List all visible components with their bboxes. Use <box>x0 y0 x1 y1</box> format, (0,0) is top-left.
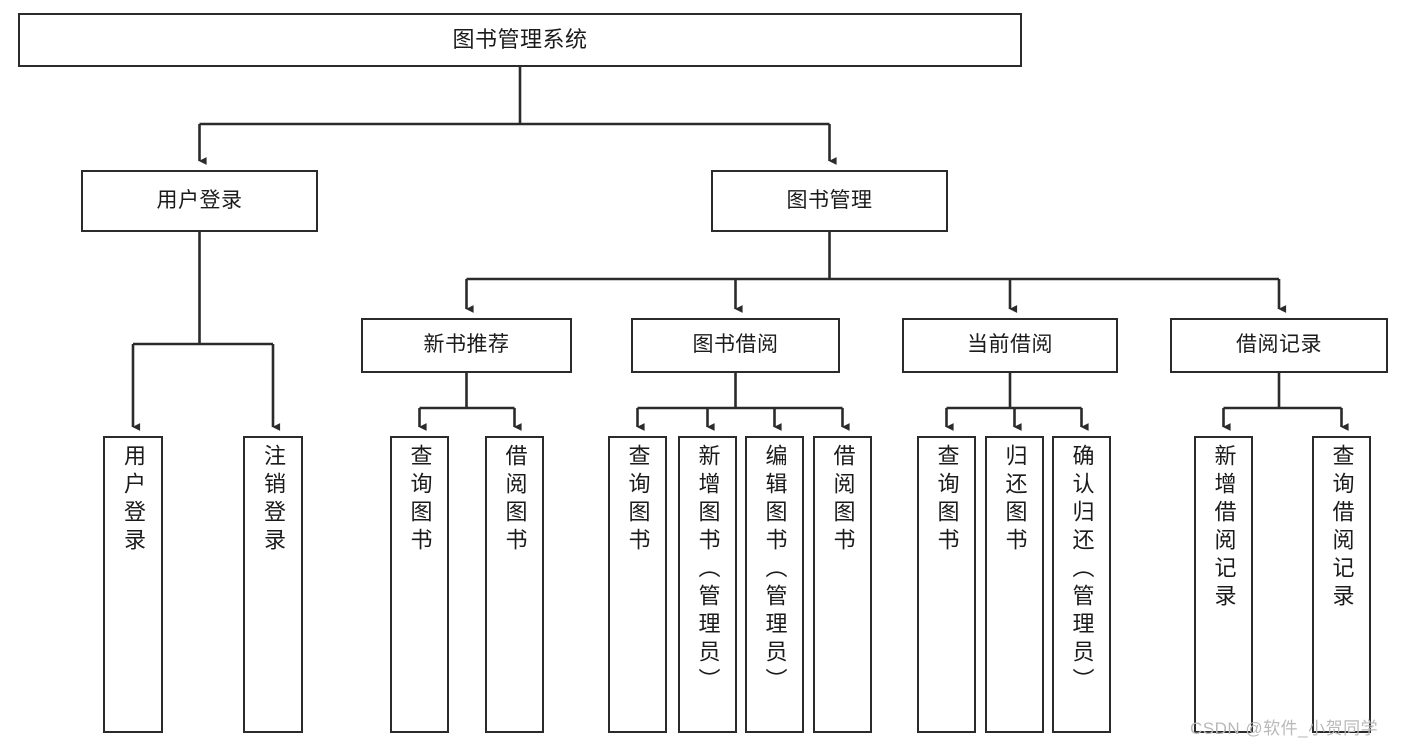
node-leaf-borrow-book-2[interactable]: 借阅图书 <box>813 436 872 733</box>
node-root[interactable]: 图书管理系统 <box>18 13 1022 67</box>
node-label: 新增图书（管理员） <box>695 444 721 696</box>
node-book-borrow[interactable]: 图书借阅 <box>631 318 840 373</box>
node-label: 借阅记录 <box>1236 333 1322 357</box>
node-label: 用户登录 <box>156 188 243 212</box>
node-leaf-query-book-3[interactable]: 查询图书 <box>917 436 976 733</box>
watermark-text: CSDN @软件_小贺同学 <box>1190 719 1379 738</box>
node-label: 图书管理 <box>786 188 873 212</box>
node-label: 用户登录 <box>121 444 146 556</box>
node-label: 借阅图书 <box>502 444 528 556</box>
node-label: 查询借阅记录 <box>1329 444 1355 612</box>
node-label: 查询图书 <box>407 444 433 556</box>
node-label: 借阅图书 <box>830 444 856 556</box>
node-leaf-query-book-1[interactable]: 查询图书 <box>390 436 449 733</box>
node-leaf-borrow-book-1[interactable]: 借阅图书 <box>485 436 544 733</box>
node-leaf-user-login[interactable]: 用户登录 <box>103 436 163 733</box>
node-leaf-query-book-2[interactable]: 查询图书 <box>608 436 667 733</box>
node-label: 图书借阅 <box>692 333 779 357</box>
node-leaf-add-record[interactable]: 新增借阅记录 <box>1194 436 1253 733</box>
node-book-manage[interactable]: 图书管理 <box>711 170 948 232</box>
node-leaf-add-book[interactable]: 新增图书（管理员） <box>678 436 737 733</box>
node-current-borrow[interactable]: 当前借阅 <box>902 318 1118 373</box>
node-label: 图书管理系统 <box>452 27 588 53</box>
node-label: 当前借阅 <box>967 333 1053 357</box>
node-label: 新书推荐 <box>423 333 510 357</box>
node-label: 确认归还（管理员） <box>1069 444 1095 696</box>
node-label: 查询图书 <box>934 444 960 556</box>
node-leaf-confirm-return[interactable]: 确认归还（管理员） <box>1052 436 1111 733</box>
node-new-book-recommend[interactable]: 新书推荐 <box>361 318 572 373</box>
node-leaf-logout[interactable]: 注销登录 <box>243 436 303 733</box>
node-label: 注销登录 <box>261 444 286 556</box>
node-leaf-query-record[interactable]: 查询借阅记录 <box>1312 436 1371 733</box>
node-leaf-edit-book[interactable]: 编辑图书（管理员） <box>745 436 804 733</box>
node-label: 新增借阅记录 <box>1211 444 1237 612</box>
node-label: 编辑图书（管理员） <box>762 444 788 696</box>
node-borrow-record[interactable]: 借阅记录 <box>1170 318 1388 373</box>
node-label: 查询图书 <box>625 444 651 556</box>
node-label: 归还图书 <box>1002 444 1028 556</box>
node-user-login[interactable]: 用户登录 <box>81 170 318 232</box>
node-leaf-return-book[interactable]: 归还图书 <box>985 436 1044 733</box>
